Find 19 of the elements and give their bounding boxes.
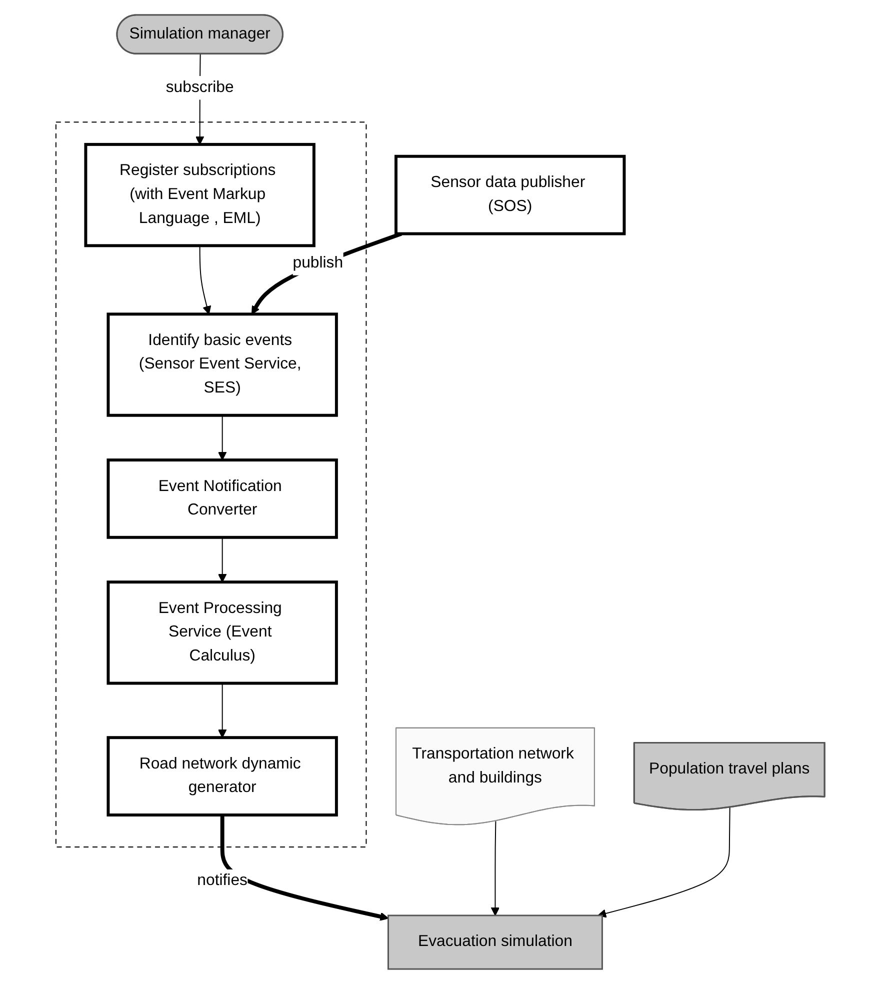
- arrow: [218, 682, 226, 738]
- node-box: Register subscriptions (with Event Markup Language , EML): [84, 142, 316, 248]
- cluster: [55, 122, 366, 848]
- arrow: [597, 807, 730, 918]
- arrow: [218, 414, 226, 460]
- edge-label: publish: [292, 254, 343, 272]
- arrow: [490, 820, 500, 916]
- node-box: Sensor data publisher (SOS): [394, 154, 626, 236]
- edge-label: notifies: [196, 872, 248, 890]
- arrow: [220, 815, 388, 921]
- node-box: Event Processing Service (Event Calculus): [106, 580, 338, 685]
- node-box: Evacuation simulation: [387, 914, 603, 970]
- node-box: Event Notification Converter: [106, 458, 338, 539]
- arrow: [199, 245, 211, 315]
- node-box: Identify basic events (Sensor Event Service, SES): [106, 312, 338, 417]
- arrow: [218, 536, 226, 582]
- node-box: Road network dynamic generator: [106, 736, 338, 816]
- arrow: [251, 232, 402, 315]
- edge-label: subscribe: [166, 78, 234, 96]
